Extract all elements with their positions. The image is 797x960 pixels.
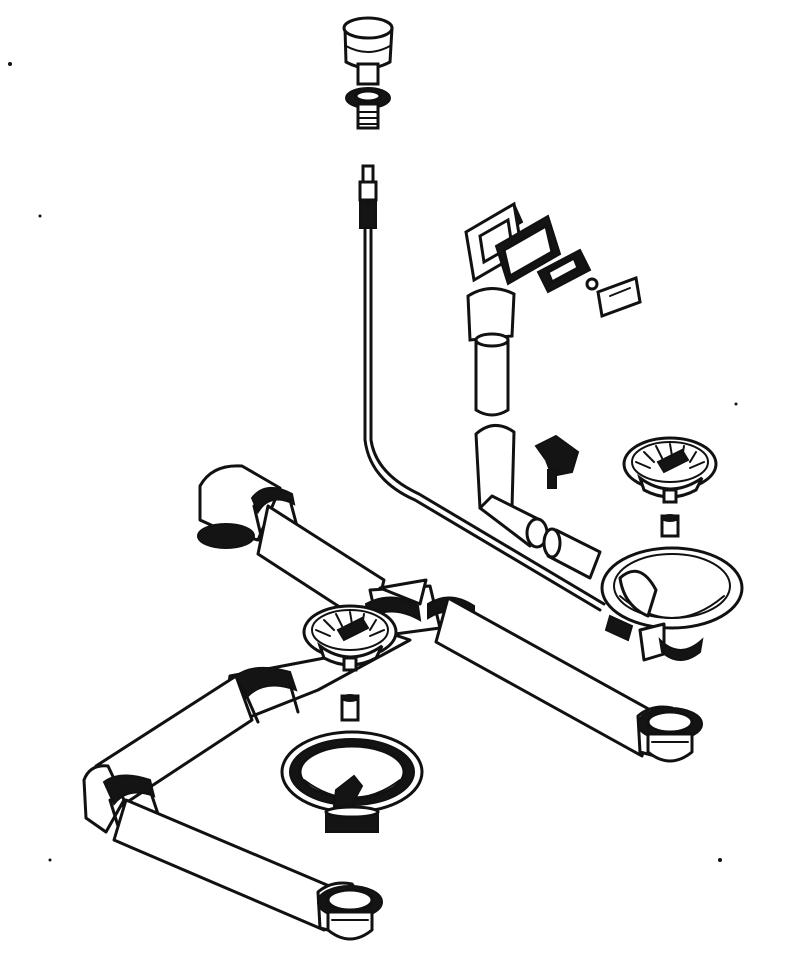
waste-bowl-right [600,546,744,662]
strainer-basket-left [302,604,398,722]
background-specks [8,62,738,862]
pop-up-knob [342,16,394,130]
waste-pipe-assembly [82,464,703,941]
overflow-cover [464,201,642,319]
overflow-standpipe [466,287,602,580]
waste-bowl-left [280,730,424,833]
strainer-basket-right [622,436,718,538]
control-cable [358,164,606,612]
